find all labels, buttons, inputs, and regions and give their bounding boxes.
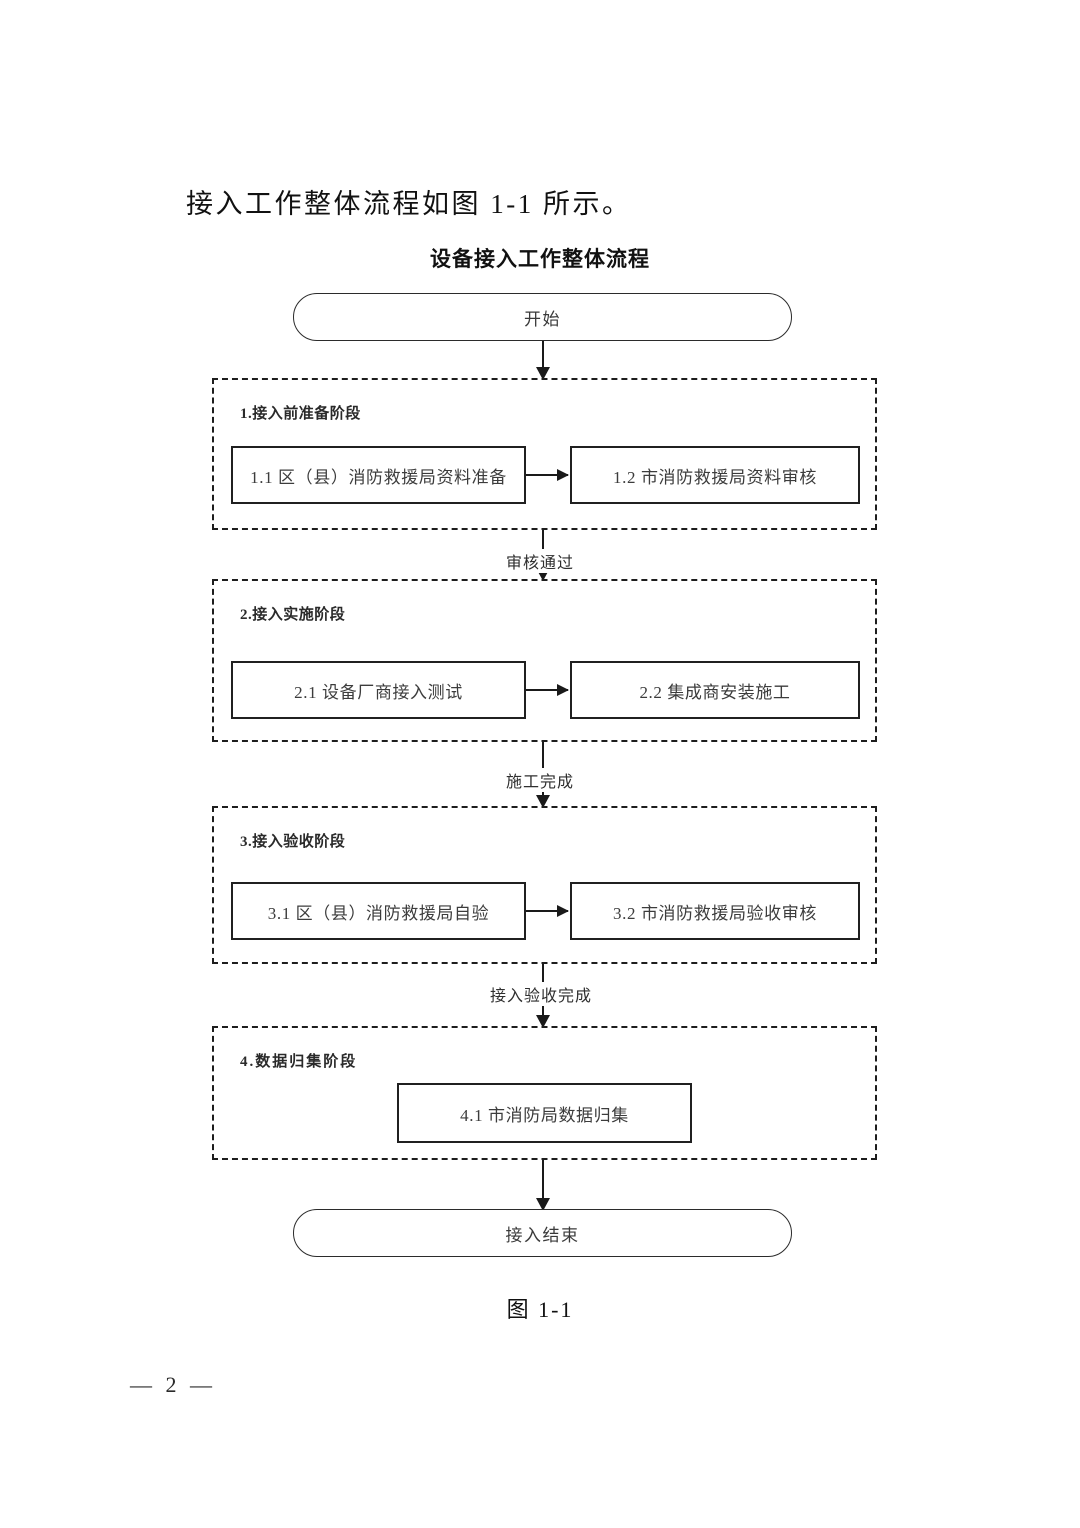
stage-group-4: 4.数据归集阶段 4.1 市消防局数据归集 <box>212 1026 877 1160</box>
stage-label-2: 2.接入实施阶段 <box>240 607 346 623</box>
connector-1-1-to-1-2 <box>526 469 569 481</box>
figure-caption: 图 1-1 <box>506 1297 574 1322</box>
process-box-2-2: 2.2 集成商安装施工 <box>570 661 860 719</box>
edge-label-construction-complete: 施工完成 <box>502 768 579 792</box>
process-box-4-1: 4.1 市消防局数据归集 <box>397 1083 692 1143</box>
stage-group-3: 3.接入验收阶段 3.1 区（县）消防救援局自验 3.2 市消防救援局验收审核 <box>212 806 877 964</box>
stage-label-1: 1.接入前准备阶段 <box>240 406 361 422</box>
process-box-1-1: 1.1 区（县）消防救援局资料准备 <box>231 446 526 504</box>
connector-2-1-to-2-2 <box>526 684 569 696</box>
stage-group-1: 1.接入前准备阶段 1.1 区（县）消防救援局资料准备 1.2 市消防救援局资料… <box>212 378 877 530</box>
connector-start-to-stage1 <box>536 341 550 380</box>
stage-label-3: 3.接入验收阶段 <box>240 834 346 850</box>
process-box-2-1: 2.1 设备厂商接入测试 <box>231 661 526 719</box>
process-box-3-2: 3.2 市消防救援局验收审核 <box>570 882 860 940</box>
flow-start-node: 开始 <box>293 293 792 341</box>
edge-label-review-passed: 审核通过 <box>502 549 579 573</box>
connector-stage4-to-end <box>536 1160 550 1211</box>
stage-label-4: 4.数据归集阶段 <box>240 1054 358 1070</box>
flow-end-node: 接入结束 <box>293 1209 792 1257</box>
edge-label-acceptance-complete: 接入验收完成 <box>486 982 597 1006</box>
page-number-footer: — 2 — <box>130 1372 216 1397</box>
process-box-1-2: 1.2 市消防救援局资料审核 <box>570 446 860 504</box>
connector-3-1-to-3-2 <box>526 905 569 917</box>
intro-paragraph: 接入工作整体流程如图 1-1 所示。 <box>186 189 632 219</box>
flowchart-title: 设备接入工作整体流程 <box>430 247 650 271</box>
stage-group-2: 2.接入实施阶段 2.1 设备厂商接入测试 2.2 集成商安装施工 <box>212 579 877 742</box>
process-box-3-1: 3.1 区（县）消防救援局自验 <box>231 882 526 940</box>
